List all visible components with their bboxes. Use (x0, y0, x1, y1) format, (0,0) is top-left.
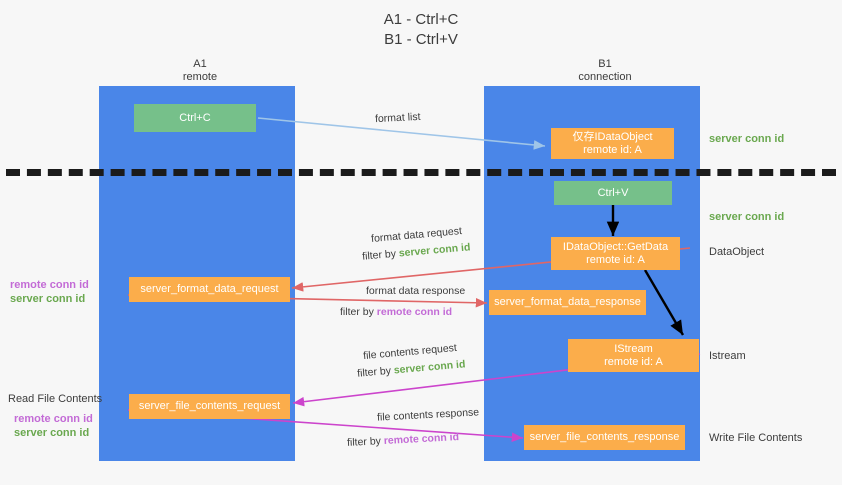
box-istream-sub: remote id: A (604, 355, 663, 368)
lane-header-b1: B1 connection (540, 58, 670, 84)
label-remote-conn-id-lower: remote conn id (14, 413, 93, 425)
box-idataobject[interactable]: 仅存IDataObject remote id: A (551, 128, 674, 159)
label-remote-conn-id-upper: remote conn id (10, 279, 89, 291)
label-server-conn-id-second: server conn id (709, 211, 785, 223)
label-server-conn-id-top: server conn id (709, 133, 785, 145)
label-server-conn-id-lower: server conn id (14, 427, 90, 439)
filter-remote-conn-id-1: remote conn id (376, 306, 453, 318)
box-idataobject-sub: remote id: A (583, 143, 642, 156)
lane-header-a1-sub: remote (182, 71, 218, 83)
filter-by-text-3: filter by (356, 364, 392, 380)
page-title: A1 - Ctrl+C B1 - Ctrl+V (0, 10, 842, 50)
lane-header-a1-name: A1 (193, 58, 207, 70)
filter-server-conn-id-2: server conn id (393, 358, 466, 377)
label-istream: Istream (709, 350, 746, 362)
box-idataobject-title: 仅存IDataObject (572, 130, 653, 143)
box-getdata-sub: remote id: A (586, 253, 645, 266)
lane-header-b1-name: B1 (598, 58, 612, 70)
filter-by-text-4: filter by (346, 435, 382, 449)
box-istream-title: IStream (614, 342, 653, 355)
box-istream[interactable]: IStream remote id: A (568, 339, 699, 372)
caption-file-contents-response: file contents response (376, 406, 480, 424)
box-server-file-contents-request[interactable]: server_file_contents_request (129, 394, 290, 419)
box-server-file-contents-request-label: server_file_contents_request (138, 400, 281, 412)
lane-header-b1-sub: connection (578, 71, 632, 83)
box-ctrl-v[interactable]: Ctrl+V (554, 181, 672, 205)
caption-format-data-response-filter: filter by remote conn id (340, 305, 452, 319)
caption-file-contents-response-filter: filter by remote conn id (347, 430, 460, 450)
label-server-conn-id-upper: server conn id (10, 293, 86, 305)
box-ctrl-v-label: Ctrl+V (597, 186, 629, 199)
title-line-2: B1 - Ctrl+V (384, 31, 458, 48)
label-dataobject: DataObject (709, 246, 765, 258)
filter-server-conn-id-1: server conn id (398, 241, 471, 260)
filter-by-text-2: filter by (340, 306, 374, 318)
box-server-file-contents-response[interactable]: server_file_contents_response (524, 425, 685, 450)
box-ctrl-c[interactable]: Ctrl+C (134, 104, 256, 132)
box-getdata[interactable]: IDataObject::GetData remote id: A (551, 237, 680, 270)
box-server-file-contents-response-label: server_file_contents_response (529, 431, 680, 443)
box-ctrl-c-label: Ctrl+C (179, 111, 211, 124)
lane-header-a1: A1 remote (140, 58, 260, 84)
label-write-file-contents: Write File Contents (709, 432, 803, 444)
caption-format-data-response: format data response (366, 285, 466, 297)
filter-by-text-1: filter by (361, 247, 397, 263)
filter-remote-conn-id-2: remote conn id (383, 431, 460, 447)
box-server-format-data-request-label: server_format_data_request (140, 283, 279, 295)
box-server-format-data-response[interactable]: server_format_data_response (489, 290, 646, 315)
box-getdata-title: IDataObject::GetData (562, 240, 669, 253)
phase-separator (6, 169, 836, 176)
label-read-file-contents: Read File Contents (8, 393, 103, 405)
box-server-format-data-response-label: server_format_data_response (494, 296, 641, 308)
title-line-1: A1 - Ctrl+C (383, 11, 459, 28)
box-server-format-data-request[interactable]: server_format_data_request (129, 277, 290, 302)
caption-format-list: format list (374, 110, 421, 126)
